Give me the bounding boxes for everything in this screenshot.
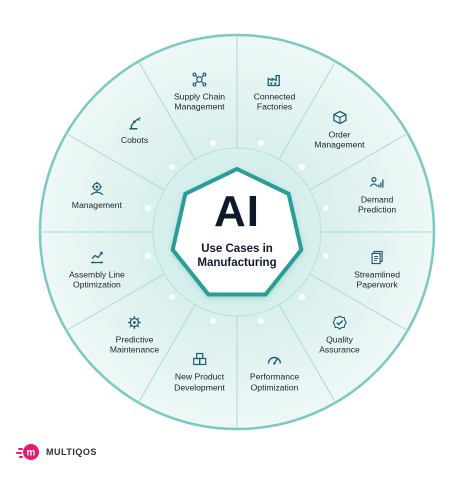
segment-divider	[66, 133, 165, 191]
segment-dot	[299, 294, 306, 301]
segment-supply-chain-management: Supply Chain Management	[174, 71, 225, 112]
segment-dot	[210, 140, 217, 147]
segment-dot	[168, 163, 175, 170]
segment-label: Order Management	[314, 129, 365, 150]
multiqos-logo-icon: m	[16, 444, 39, 460]
team-gear-icon	[90, 181, 104, 195]
brand-name: MULTIQOS	[46, 447, 97, 457]
segment-streamlined-paperwork: Streamlined Paperwork	[354, 249, 400, 290]
center-subtitle: Use Cases in Manufacturing	[197, 243, 277, 269]
segment-dot	[257, 140, 264, 147]
segment-connected-factories: Connected Factories	[253, 71, 296, 112]
segment-label: Management	[71, 199, 122, 210]
segment-label: New Product Development	[174, 371, 225, 393]
segment-order-management: Order Management	[314, 109, 365, 150]
center-heptagon	[170, 166, 304, 297]
segment-assembly-line-optimization: Assembly Line Optimization	[69, 249, 125, 290]
segment-dot	[145, 205, 152, 212]
segment-label: Assembly Line Optimization	[68, 269, 125, 290]
segment-dot	[299, 163, 306, 170]
segment-dot	[210, 317, 217, 324]
conveyor-chart-icon	[90, 251, 103, 263]
segment-divider	[66, 273, 165, 331]
segment-dot	[168, 294, 175, 301]
segment-demand-prediction: Demand Prediction	[358, 174, 396, 215]
boxes-icon	[192, 352, 207, 366]
segment-label: Demand Prediction	[357, 194, 397, 215]
gear-wrench-icon	[128, 315, 141, 329]
segment-divider	[309, 273, 408, 331]
segment-label: Quality Assurance	[319, 334, 360, 355]
segment-dividers	[40, 35, 434, 429]
segment-performance-optimization: Performance Optimization	[250, 352, 299, 393]
segment-dot	[322, 252, 329, 259]
box-icon	[332, 110, 347, 124]
people-chart-icon	[370, 176, 384, 187]
segment-divider	[138, 304, 196, 403]
factory-icon	[267, 74, 281, 87]
segment-dots	[145, 140, 329, 324]
segment-dot	[257, 317, 264, 324]
segment-divider	[309, 133, 408, 191]
segment-divider	[138, 61, 196, 160]
segment-divider	[278, 61, 336, 160]
segment-dot	[322, 205, 329, 212]
segment-dot	[145, 252, 152, 259]
network-gear-icon	[192, 72, 207, 87]
segment-label: Performance Optimization	[249, 371, 300, 393]
gauge-icon	[267, 356, 282, 365]
segment-label: Connected Factories	[253, 91, 296, 112]
documents-icon	[371, 250, 383, 264]
segment-predictive-maintenance: Predictive Maintenance	[110, 314, 159, 355]
segment-quality-assurance: Quality Assurance	[319, 314, 360, 355]
center-title: AI	[214, 187, 260, 236]
robot-arm-icon	[129, 116, 141, 129]
segment-cobots: Cobots	[121, 114, 148, 145]
segment-label: Supply Chain Management	[173, 91, 226, 112]
segment-label: Streamlined Paperwork	[354, 269, 401, 290]
segment-label: Cobots	[120, 134, 149, 145]
segment-label: Predictive Maintenance	[109, 334, 160, 355]
segment-new-product-development: New Product Development	[174, 352, 225, 393]
segment-management: Management	[72, 179, 122, 210]
badge-check-icon	[332, 314, 347, 330]
brand: m MULTIQOS	[16, 442, 97, 462]
svg-text:m: m	[27, 448, 36, 459]
segment-divider	[278, 304, 336, 403]
